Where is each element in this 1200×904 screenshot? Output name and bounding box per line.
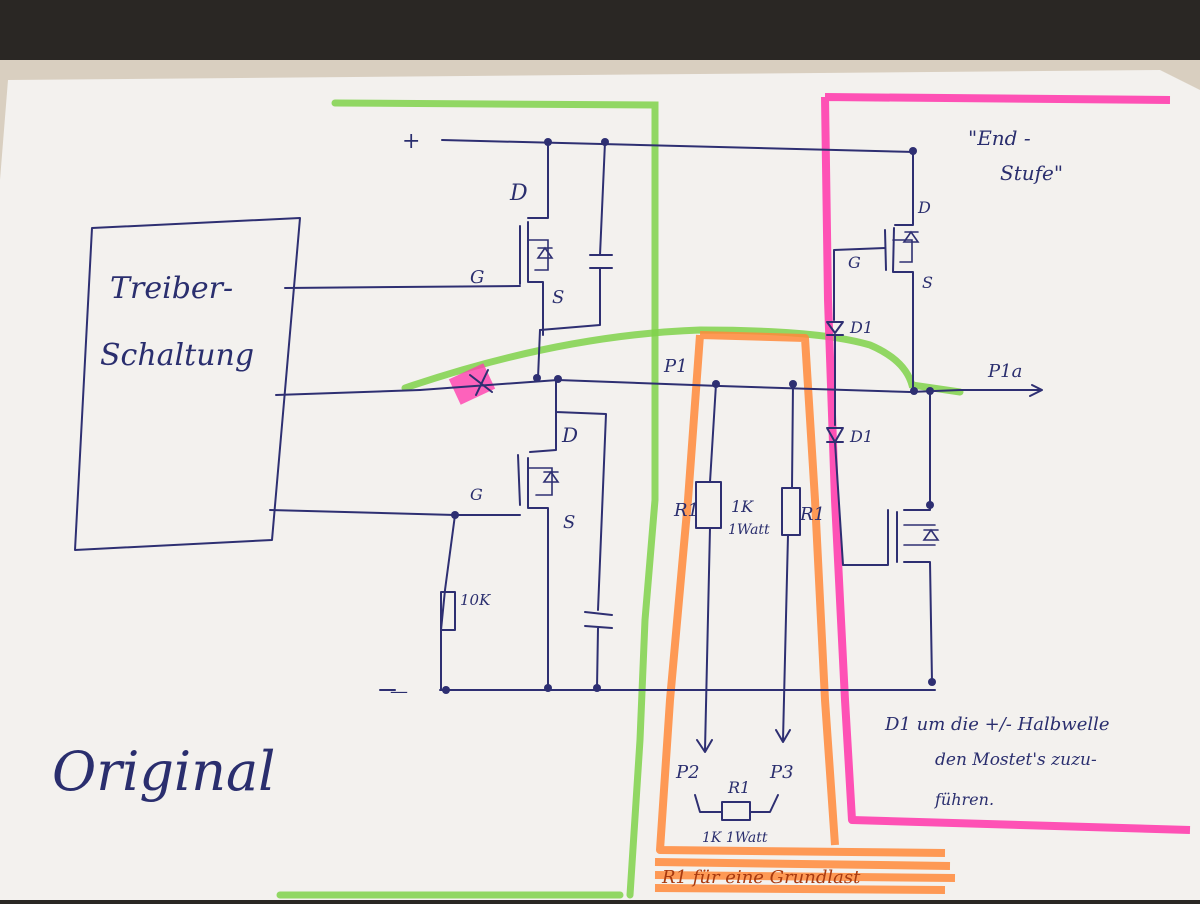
node-p1-wires: [419, 369, 1043, 397]
positive-rail: [441, 139, 916, 153]
lower-mosfet: [440, 379, 613, 691]
r1-power-label: 1Watt: [728, 522, 770, 538]
r1-left-label: R1: [673, 500, 699, 521]
upper-drain-label: D: [509, 181, 528, 206]
resistor-10k-label: 10K: [460, 591, 491, 609]
green-highlight-region: [276, 99, 964, 899]
end-stage: [826, 150, 940, 683]
original-label: Original: [52, 740, 275, 803]
orange-highlight-region: [654, 331, 956, 894]
minus-label: —: [390, 681, 408, 702]
note-line1: D1 um die +/- Halbwelle: [884, 714, 1110, 735]
lower-source-label: S: [563, 512, 575, 533]
plus-label: +: [402, 129, 420, 154]
upper-d1-label: D1: [849, 318, 873, 337]
pink-highlight-region: [448, 93, 1191, 834]
note-line3: führen.: [934, 790, 994, 809]
r1-value-label: 1K: [731, 497, 754, 516]
r1-right-label: R1: [799, 504, 825, 525]
end-source-label: S: [922, 273, 933, 292]
node-p1-label: P1: [663, 356, 688, 377]
end-stage-label-line1: "End -: [968, 126, 1031, 150]
upper-source-label: S: [552, 287, 564, 308]
paper-sheet: [0, 70, 1200, 900]
r1-bottom-value-label: 1K 1Watt: [702, 830, 768, 846]
upper-mosfet: [519, 141, 613, 382]
driver-label-line2: Schaltung: [100, 338, 254, 373]
lower-gate-label: G: [470, 485, 483, 504]
note-line2: den Mostet's zuzu-: [935, 750, 1097, 770]
lower-drain-label: D: [561, 423, 578, 447]
driver-label-line1: Treiber-: [110, 271, 233, 306]
load-resistors: [694, 383, 801, 821]
end-stage-label-line2: Stufe": [1000, 161, 1063, 185]
end-drain-label: D: [917, 198, 931, 217]
end-gate-label: G: [848, 253, 861, 272]
node-p2-label: P2: [675, 762, 700, 783]
upper-gate-label: G: [470, 267, 484, 288]
node-p3-label: P3: [769, 762, 794, 783]
lower-d1-label: D1: [849, 427, 873, 446]
pink-cut-mark: [448, 363, 496, 405]
orange-caption: R1 für eine Grundlast: [661, 867, 861, 888]
r1-bottom-label: R1: [727, 778, 750, 797]
node-p1a-label: P1a: [987, 361, 1022, 382]
schematic-labels: + — Treiber- Schaltung D G S D G S 10K P…: [52, 126, 1110, 888]
